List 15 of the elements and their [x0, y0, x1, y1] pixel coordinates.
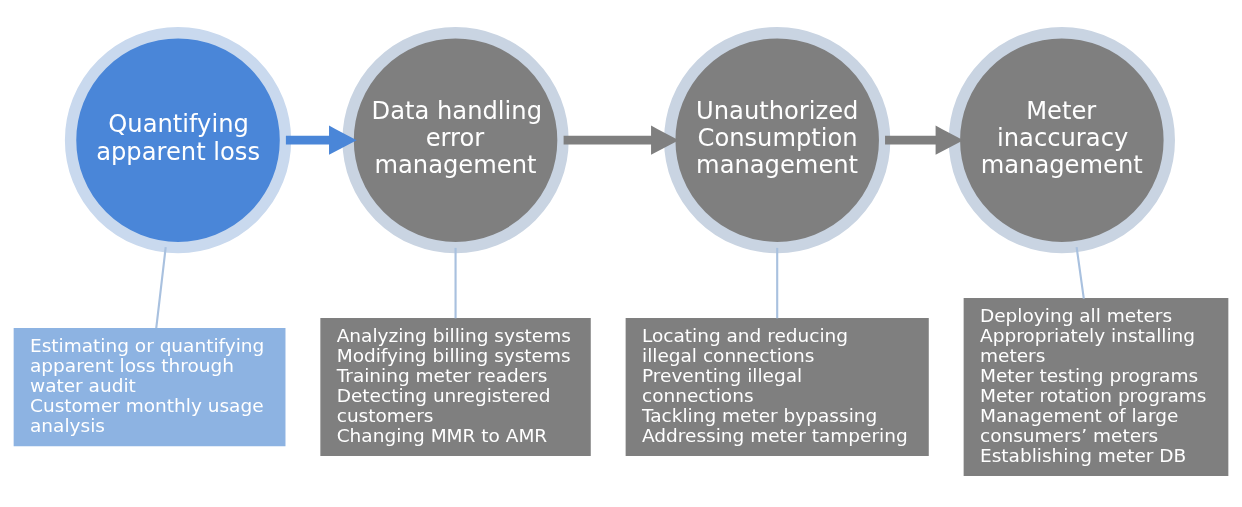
node-box: Locating and reducing illegal connections Preventing illegal connections Tackling meter bypassing Addressing meter tampering: [625, 317, 929, 456]
node-circle: Unauthorized Consumption management: [664, 26, 891, 253]
arrow: [563, 125, 679, 155]
connector: [454, 247, 457, 318]
connector: [1075, 246, 1085, 299]
arrow: [285, 125, 357, 155]
arrow: [885, 125, 964, 155]
connector: [776, 247, 779, 318]
node-circle: Quantifying apparent loss: [64, 26, 292, 253]
node-circle: Meter inaccuracy management: [948, 26, 1175, 253]
node-box: Analyzing billing systems Modifying billing systems Training meter readers Detecting unregistered customers Changing MMR to AMR: [320, 317, 591, 456]
node-circle: Data handling error management: [342, 26, 569, 253]
node-box: Deploying all meters Appropriately installing meters Meter testing programs Meter rotation programs Management of large consumers’ meters Establishing meter DB: [963, 297, 1229, 476]
connector: [155, 246, 167, 328]
node-box: Estimating or quantifying apparent loss through water audit Customer monthly usage analysis: [13, 327, 286, 446]
